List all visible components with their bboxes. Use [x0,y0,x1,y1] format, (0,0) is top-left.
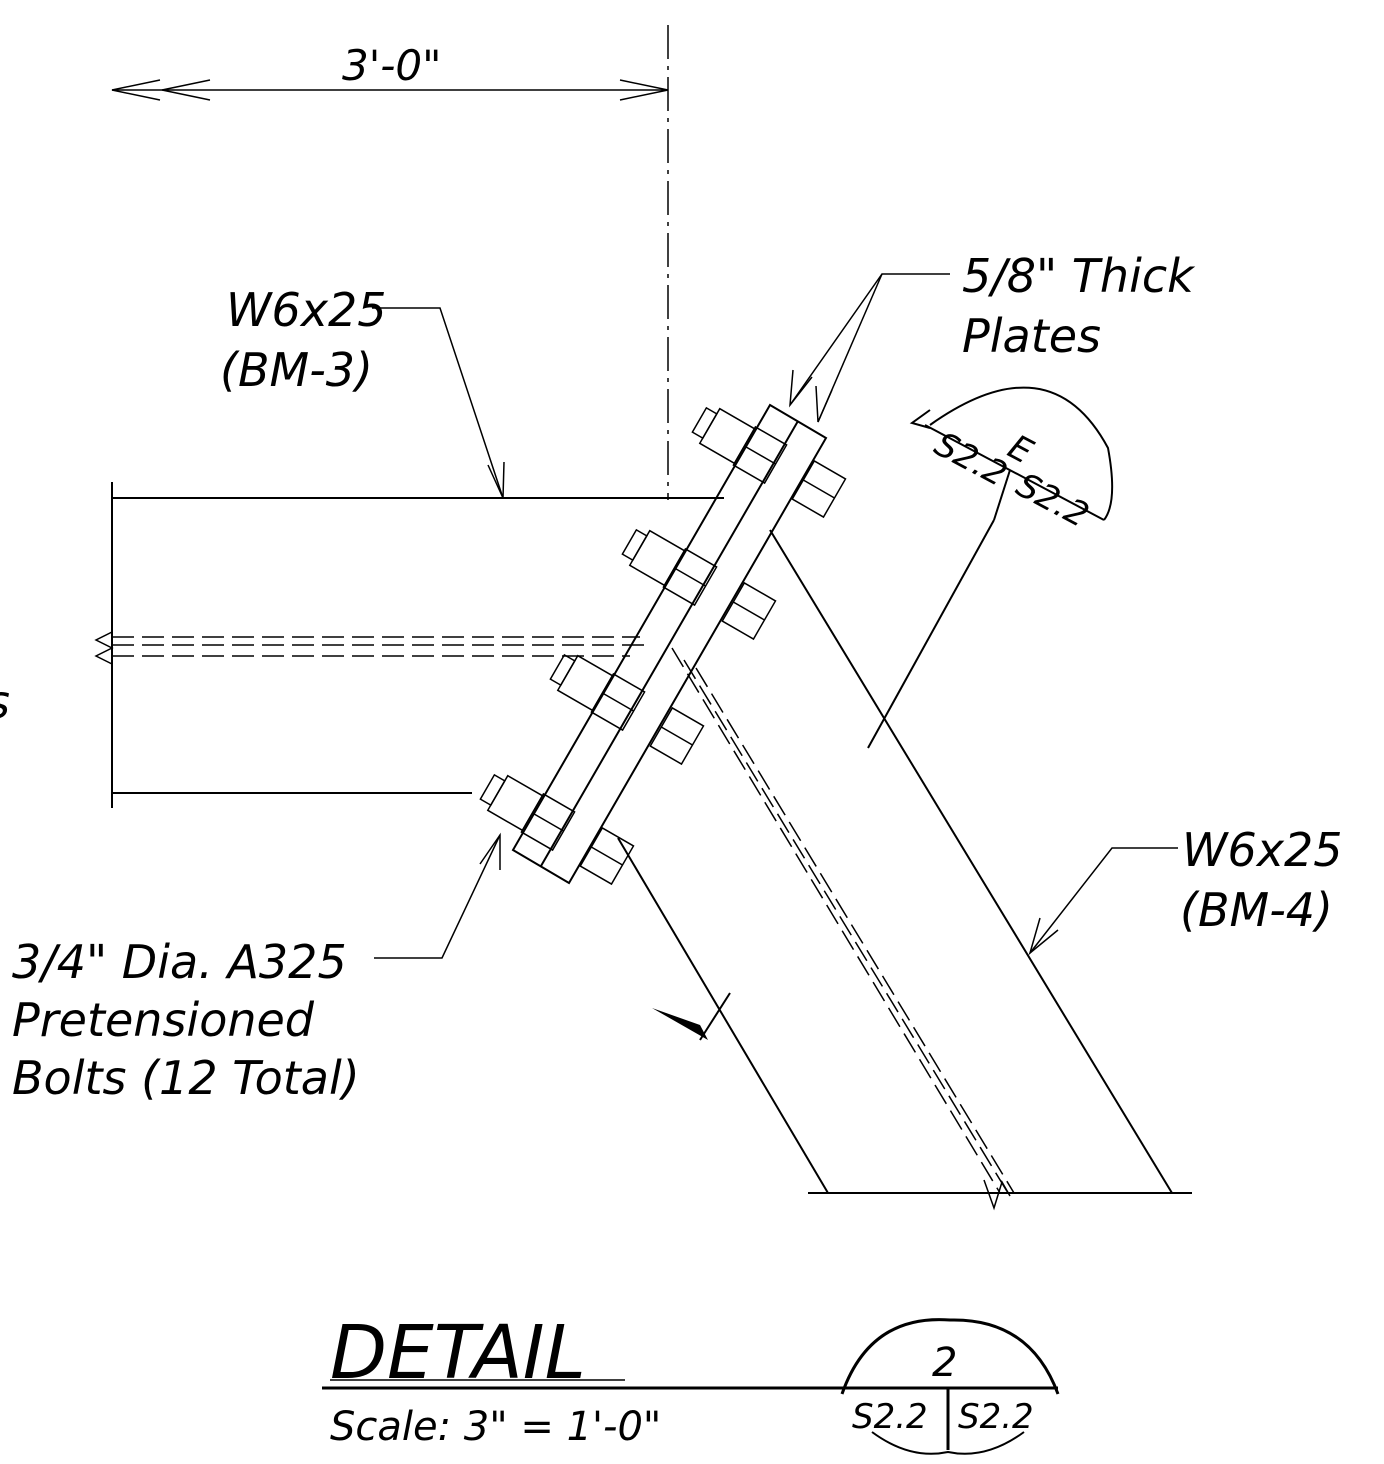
callout-bolts: 3/4" Dia. A325 Pretensioned Bolts (12 To… [12,832,501,1105]
callout-bm4-line2: (BM-4) [1180,883,1333,937]
title-block: DETAIL Scale: 3" = 1'-0" 2 S2.2 S2.2 [322,1310,1060,1455]
callout-bm3-arrow [487,461,505,499]
edge-text-fragment: s [0,675,10,729]
beam-bm4 [617,529,1192,1211]
beam-bm3-break-mark [94,631,114,665]
bolt-row-3 [549,653,705,766]
callout-plates-arrow-2 [815,385,833,423]
section-marker-leader [867,519,995,749]
beam-bm4-web-hidden-2 [683,659,1009,1194]
detail-sheet-left: S2.2 [852,1397,928,1437]
section-marker-split [993,469,1011,521]
callout-plates: 5/8" Thick Plates [789,249,1196,423]
dimension-arrow-left-2 [161,79,211,101]
callout-bm3: W6x25 (BM-3) [220,283,505,499]
callout-plates-leader-1 [789,273,950,406]
callout-bolts-line1: 3/4" Dia. A325 [12,935,347,989]
detail-title: DETAIL [330,1310,586,1396]
bolt-row-4 [479,773,635,886]
weld-symbol [652,992,731,1041]
dimension-3ft: 3'-0" [111,25,669,500]
dimension-label: 3'-0" [342,41,441,90]
beam-bm4-web-hidden-1 [671,647,1001,1194]
end-plate-assembly [511,403,828,885]
weld-flag-icon [652,1008,708,1040]
callout-bm4-leader [1029,847,1178,954]
callout-bm3-line1: W6x25 [226,283,387,337]
detail-sheet-right: S2.2 [958,1397,1034,1437]
callout-bolts-leader [374,834,501,959]
beam-bm3 [94,482,724,808]
dimension-arrow-left [111,79,161,101]
beam-bm4-bottom-flange [617,837,829,1194]
callout-bm3-line2: (BM-3) [220,343,373,397]
callout-bm4: W6x25 (BM-4) [1028,823,1343,956]
section-marker-arc [929,386,1114,521]
bolts [479,406,847,886]
callout-bm4-arrow [1028,917,1059,956]
detail-scale: Scale: 3" = 1'-0" [330,1404,661,1450]
end-plate-joint [540,420,799,867]
detail-number: 2 [932,1340,957,1386]
callout-bolts-line3: Bolts (12 Total) [12,1051,360,1105]
beam-bm4-break-mark [983,1179,1011,1211]
callout-plates-line2: Plates [962,309,1101,363]
callout-plates-arrow-1 [789,369,813,408]
bolt-row-2 [621,528,777,641]
section-marker-arrow [909,409,931,429]
dimension-arrow-right [619,79,669,101]
beam-bm4-top-flange [769,529,1173,1194]
callout-bm4-line1: W6x25 [1182,823,1343,877]
bolt-row-1 [691,406,847,519]
detail-bubble-lower-arc [871,1431,1025,1455]
section-marker-e: E S2.2 S2.2 [867,386,1114,749]
callout-bolts-arrow [479,832,501,870]
end-plates [511,403,828,885]
callout-plates-line1: 5/8" Thick [962,249,1196,303]
section-marker-sheet-right: S2.2 [1010,465,1096,536]
callout-bolts-line2: Pretensioned [12,993,315,1047]
weld-leader [699,992,731,1041]
section-marker-divider [924,424,1105,521]
callout-bm3-leader [372,307,504,499]
section-marker-sheet-left: S2.2 [928,424,1014,495]
detail-bubble-arc [840,1318,1060,1395]
beam-bm4-web-hidden-3 [695,667,1015,1194]
